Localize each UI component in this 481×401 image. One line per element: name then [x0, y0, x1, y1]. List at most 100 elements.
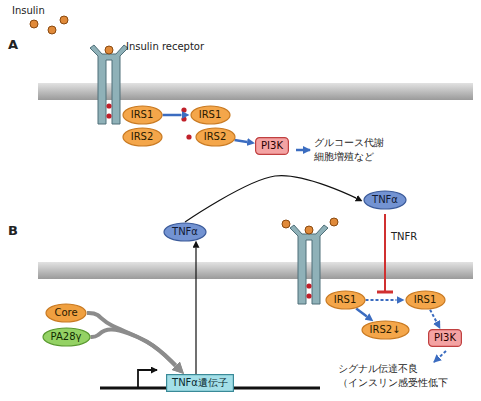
node-text-block: PA28γ	[51, 331, 82, 343]
activation-arrow	[296, 149, 310, 152]
node-text-block: TNFα	[172, 226, 198, 238]
node-shape	[364, 191, 406, 209]
insulin-molecule	[60, 16, 68, 24]
node-shape	[191, 106, 230, 124]
outcome-note: シグナル伝達不良 （インスリン感受性低下	[338, 362, 448, 389]
node-label: PI3K	[434, 332, 456, 344]
node-label: Core	[54, 307, 77, 319]
node-text-block: Core	[54, 307, 77, 319]
inhibition-bar	[377, 291, 393, 294]
pi3k-box: PI3K	[428, 329, 462, 347]
connector-group	[87, 115, 437, 374]
phospho-dot	[186, 134, 191, 139]
cell-membrane	[38, 262, 473, 279]
node-label: IRS2	[204, 131, 227, 143]
node-shape	[164, 223, 206, 241]
node-shape	[362, 321, 409, 339]
node-text-block: IRS1	[334, 294, 357, 306]
weak-arrow	[366, 299, 397, 301]
tnf-protein: TNFα	[163, 222, 207, 242]
part-name-holder: Insulin receptor	[126, 40, 204, 54]
node-shape	[256, 138, 289, 155]
phospho-dot	[306, 293, 311, 298]
activation-arrow	[356, 308, 367, 316]
node-label: IRS1	[199, 109, 222, 121]
node-shape	[123, 106, 162, 124]
secretion-arrow	[195, 248, 196, 374]
receptor-body	[90, 45, 128, 124]
outcome-note: グルコース代謝 細胞増殖など	[314, 136, 384, 163]
node-text-block: IRS1	[199, 109, 222, 121]
node-text-block: TNFα	[372, 194, 398, 206]
insulin-molecule	[105, 46, 113, 54]
irs-protein: IRS2	[122, 127, 163, 147]
induction-arrow	[91, 329, 176, 365]
phospho-dot	[181, 107, 186, 112]
panel-letter-holder: B	[8, 222, 18, 240]
gene-box: TNFα遺伝子	[166, 374, 234, 392]
phospho-dot	[106, 113, 111, 118]
irs-protein: IRS2	[195, 127, 236, 147]
insulin-molecule	[282, 220, 290, 228]
core-protein: Core	[45, 303, 87, 323]
promoter-arrow	[138, 370, 157, 388]
node-text-block: TNFα遺伝子	[172, 377, 228, 389]
node-label: IRS2	[131, 131, 154, 143]
node-shape	[429, 330, 462, 347]
part-name: Insulin receptor	[126, 40, 204, 54]
receptor-body	[290, 225, 328, 304]
insulin-molecule	[305, 226, 313, 234]
node-label: TNFα	[372, 194, 398, 206]
node-shape	[123, 128, 162, 146]
pi3k-box: PI3K	[255, 137, 289, 155]
node-text-block: IRS1	[414, 294, 437, 306]
phospho-dot	[106, 103, 111, 108]
node-shape	[167, 375, 234, 392]
node-text-block: PI3K	[261, 140, 283, 152]
node-label: IRS1	[334, 294, 357, 306]
panel-letter-holder: A	[8, 36, 18, 54]
activation-arrow	[163, 114, 182, 117]
induction-arrow	[87, 313, 176, 366]
insulin-receptor	[290, 225, 328, 304]
panel-letter: B	[8, 222, 18, 240]
outcome-note-holder: グルコース代謝 細胞増殖など	[314, 136, 384, 163]
phospho-dot	[181, 116, 186, 121]
weak-arrow	[430, 310, 436, 322]
irs-protein: IRS1	[325, 290, 366, 310]
part-name-holder: TNFR	[391, 230, 417, 244]
insulin-molecule	[330, 218, 338, 226]
tnf-protein: TNFα	[363, 190, 407, 210]
node-shape	[43, 328, 90, 346]
insulin-molecule	[30, 20, 38, 28]
node-shape	[46, 304, 86, 322]
node-text-block: IRS1	[131, 109, 154, 121]
molecule-name-holder: Insulin	[12, 4, 45, 18]
node-label: TNFα遺伝子	[172, 377, 228, 389]
activation-arrow	[235, 140, 248, 142]
molecule-name: Insulin	[12, 4, 45, 18]
irs-protein: IRS1	[190, 105, 231, 125]
node-text-block: IRS2	[204, 131, 227, 143]
node-label: TNFα	[172, 226, 198, 238]
node-text-block: IRS2	[131, 131, 154, 143]
node-label: IRS1	[131, 109, 154, 121]
insulin-molecule	[48, 26, 56, 34]
weak-arrow	[434, 351, 446, 362]
irs-protein: IRS2↓	[361, 320, 410, 340]
panel-letter: A	[8, 36, 18, 54]
node-text-block: IRS2↓	[370, 324, 401, 336]
node-label: PI3K	[261, 140, 283, 152]
phospho-dot	[306, 283, 311, 288]
inhibition-line	[384, 214, 386, 292]
secretion-arrow	[185, 176, 356, 222]
irs-protein: IRS1	[405, 290, 446, 310]
part-name: TNFR	[391, 230, 417, 244]
node-label: IRS2↓	[370, 324, 401, 336]
pa28-protein: PA28γ	[42, 327, 91, 347]
insulin-receptor	[90, 45, 128, 124]
node-shape	[406, 291, 445, 309]
